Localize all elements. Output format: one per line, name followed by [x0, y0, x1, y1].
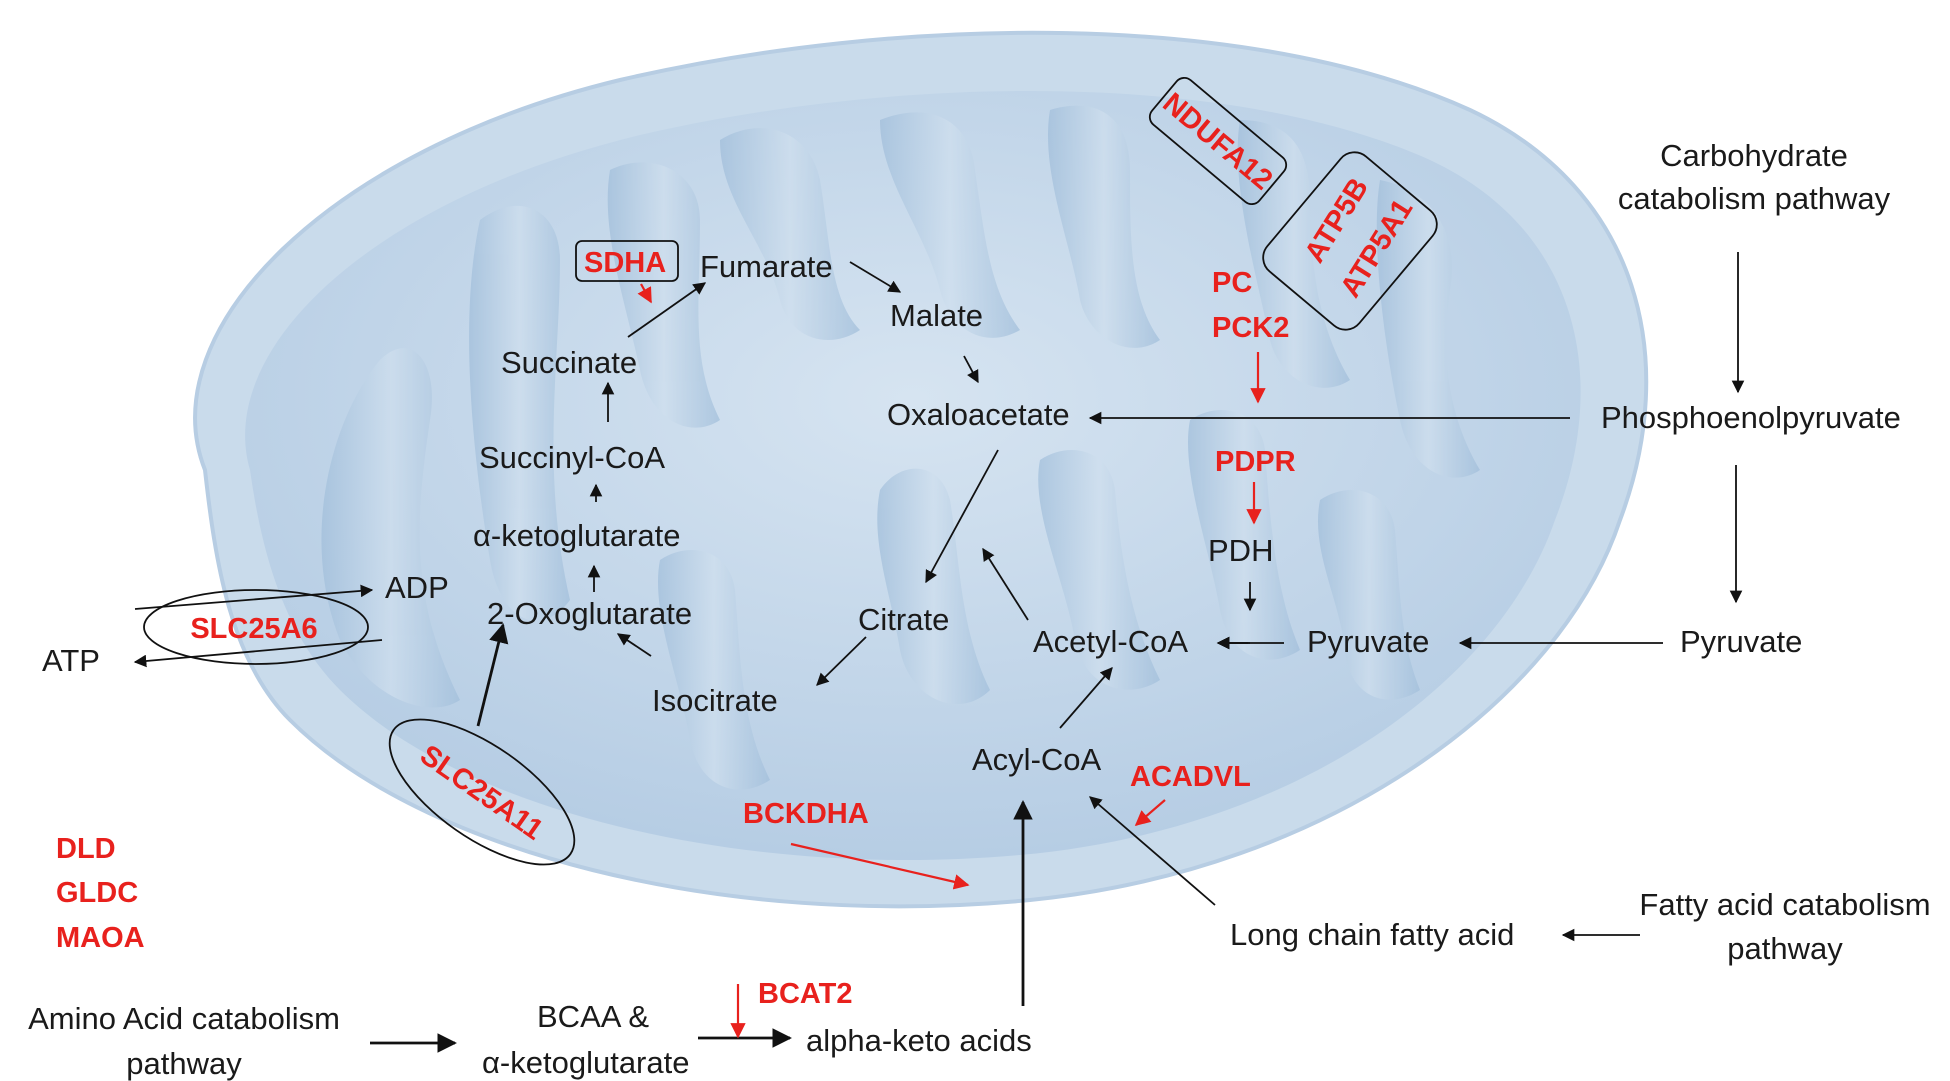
sdha-box: [575, 240, 679, 282]
cristae: [321, 105, 1480, 790]
adp-label: ADP: [385, 570, 449, 605]
slc25a6-ellipse: [143, 589, 369, 665]
gene-gldc: GLDC: [56, 877, 138, 909]
gene-bcat2: BCAT2: [758, 978, 853, 1010]
gene-pdpr: PDPR: [1215, 446, 1296, 478]
gene-maoa: MAOA: [56, 922, 145, 954]
amino-acid-pathway-line2: pathway: [126, 1046, 242, 1081]
pyruvate-outer-label: Pyruvate: [1680, 624, 1802, 659]
alpha-keto-acids-label: alpha-keto acids: [806, 1023, 1032, 1058]
oxoglutarate-label: 2-Oxoglutarate: [487, 596, 692, 631]
ndufa12-box: [1148, 76, 1288, 206]
succinyl-coa-label: Succinyl-CoA: [479, 440, 665, 475]
gene-slc25a6: SLC25A6: [190, 613, 317, 645]
gene-pck2: PCK2: [1212, 312, 1289, 344]
gene-acadvl: ACADVL: [1130, 761, 1251, 793]
mitochondrion-illustration: [193, 30, 1649, 909]
bcaa-ketoglutarate-label: α-ketoglutarate: [482, 1045, 689, 1080]
fatty-acid-pathway-line1: Fatty acid catabolism: [1639, 887, 1930, 922]
long-chain-fatty-acid-label: Long chain fatty acid: [1230, 917, 1514, 952]
malate-label: Malate: [890, 298, 983, 333]
isocitrate-label: Isocitrate: [652, 683, 778, 718]
succinate-label: Succinate: [501, 345, 637, 380]
fumarate-label: Fumarate: [700, 249, 833, 284]
carbohydrate-pathway-line1: Carbohydrate: [1660, 138, 1848, 173]
alpha-ketoglutarate-label: α-ketoglutarate: [473, 518, 680, 553]
atp5-box: [1262, 151, 1438, 331]
amino-acid-pathway-line1: Amino Acid catabolism: [28, 1001, 340, 1036]
acyl-coa-label: Acyl-CoA: [972, 742, 1102, 777]
pyruvate-inner-label: Pyruvate: [1307, 624, 1429, 659]
fatty-acid-pathway-line2: pathway: [1727, 931, 1843, 966]
oxaloacetate-label: Oxaloacetate: [887, 397, 1070, 432]
metabolite-labels: Fumarate Malate Succinate Oxaloacetate S…: [42, 249, 1901, 1080]
carbohydrate-pathway-line2: catabolism pathway: [1618, 181, 1891, 216]
pathway-arrows: [133, 252, 1745, 1053]
gene-sdha: SDHA: [584, 247, 666, 279]
gene-arrows: [637, 283, 1266, 1039]
pathway-labels: Carbohydrate catabolism pathway Fatty ac…: [28, 138, 1931, 1081]
gene-bckdha: BCKDHA: [743, 798, 869, 830]
slc25a11-ellipse: [388, 718, 576, 866]
acetyl-coa-label: Acetyl-CoA: [1033, 624, 1188, 659]
bcaa-label: BCAA &: [537, 999, 649, 1034]
gene-dld: DLD: [56, 833, 116, 865]
pdh-label: PDH: [1208, 533, 1273, 568]
atp-label: ATP: [42, 643, 100, 678]
phosphoenolpyruvate-label: Phosphoenolpyruvate: [1601, 400, 1901, 435]
citrate-label: Citrate: [858, 602, 949, 637]
gene-pc: PC: [1212, 267, 1252, 299]
